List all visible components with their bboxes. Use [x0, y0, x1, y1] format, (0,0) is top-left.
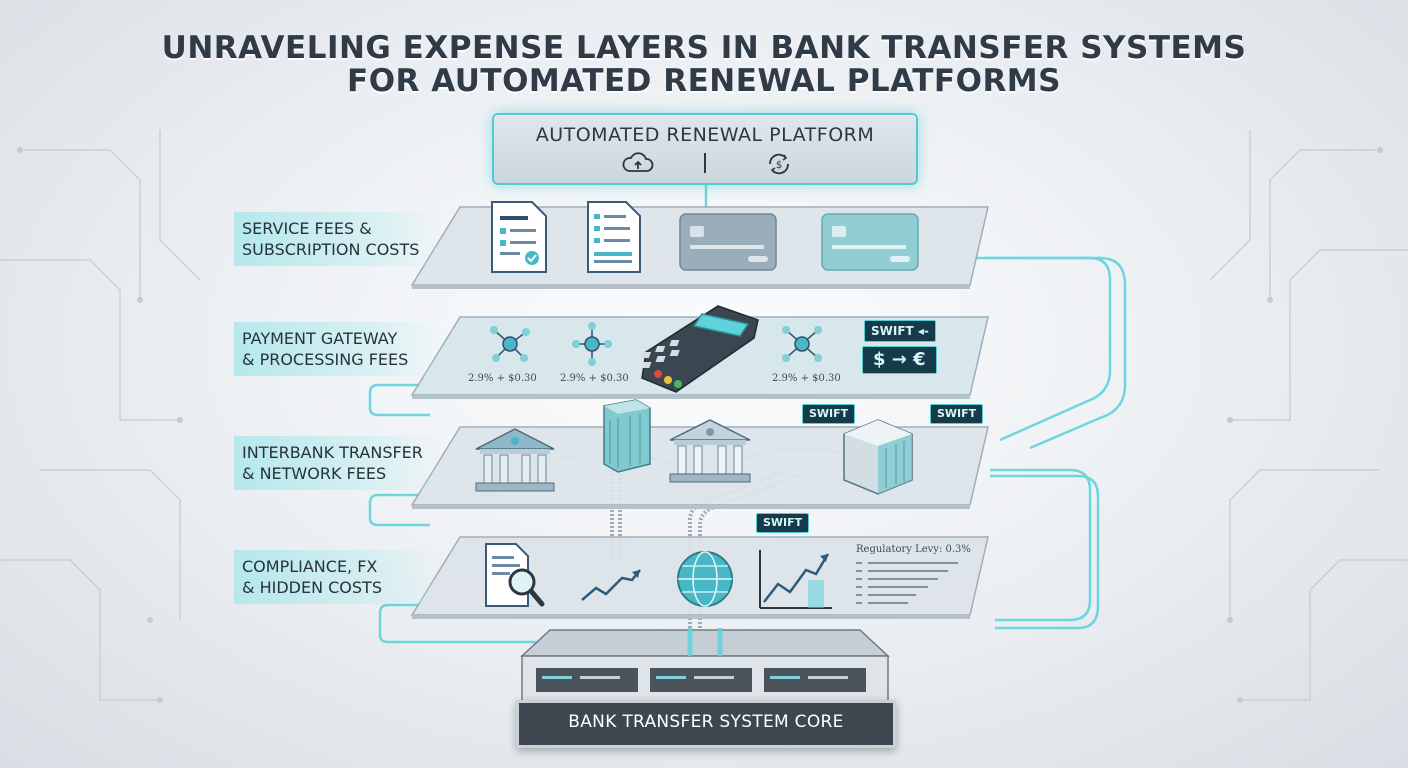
- trend-arrow-icon: [581, 569, 641, 601]
- bank-tower-icon: [603, 399, 651, 473]
- fee-label-2: 2.9% + $0.30: [560, 373, 629, 384]
- payment-terminal-icon: [640, 305, 759, 393]
- fx-conversion-badge: $ → €: [862, 346, 937, 374]
- credit-card-icon-2: [821, 213, 919, 271]
- tier-1-label-line-2: SUBSCRIPTION COSTS: [242, 240, 420, 259]
- network-node-icon: [490, 326, 530, 362]
- swift-badge-3: SWIFT: [756, 513, 810, 533]
- bar-trend-chart-icon: [759, 550, 832, 609]
- swift-tag: SWIFT ◂-: [864, 320, 936, 342]
- server-rack: [520, 628, 890, 703]
- globe-icon: [677, 551, 733, 607]
- invoice-document-icon: [491, 201, 547, 273]
- tier-4-label-line-2: & HIDDEN COSTS: [242, 578, 382, 597]
- cloud-upload-icon: [622, 152, 654, 172]
- bank-transfer-system-core: BANK TRANSFER SYSTEM CORE: [516, 700, 896, 748]
- title-line-1: UNRAVELING EXPENSE LAYERS IN BANK TRANSF…: [161, 30, 1247, 66]
- core-label: BANK TRANSFER SYSTEM CORE: [568, 712, 844, 732]
- title-line-2: FOR AUTOMATED RENEWAL PLATFORMS: [347, 63, 1061, 99]
- platform-divider: [704, 153, 706, 173]
- bank-building-icon-2: [669, 419, 751, 483]
- tier-3-label: INTERBANK TRANSFER & NETWORK FEES: [234, 436, 442, 490]
- document-magnifier-icon: [485, 543, 545, 607]
- tier-3-label-line-1: INTERBANK TRANSFER: [242, 443, 423, 462]
- subscription-document-icon: [587, 201, 641, 273]
- regulatory-levy-label: Regulatory Levy: 0.3%: [856, 544, 971, 555]
- tier-4-label-line-1: COMPLIANCE, FX: [242, 557, 378, 576]
- tier-1-label-line-1: SERVICE FEES &: [242, 219, 372, 238]
- dollar-cycle-icon: $: [769, 153, 789, 175]
- tier-1-label: SERVICE FEES & SUBSCRIPTION COSTS: [234, 212, 442, 266]
- tier-2-label-line-2: & PROCESSING FEES: [242, 350, 409, 369]
- tier-4-label: COMPLIANCE, FX & HIDDEN COSTS: [234, 550, 442, 604]
- regulatory-text-lines: [856, 562, 958, 604]
- bank-building-icon: [475, 428, 555, 492]
- tier-2-label: PAYMENT GATEWAY & PROCESSING FEES: [234, 322, 442, 376]
- fee-label-3: 2.9% + $0.30: [772, 373, 841, 384]
- swift-badge-1: SWIFT: [802, 404, 856, 424]
- automated-renewal-platform-box: AUTOMATED RENEWAL PLATFORM $: [492, 113, 918, 185]
- svg-text:$: $: [776, 160, 782, 171]
- tier-3-label-line-2: & NETWORK FEES: [242, 464, 387, 483]
- data-center-tower-icon: [843, 419, 913, 495]
- fee-label-1: 2.9% + $0.30: [468, 373, 537, 384]
- platform-label: AUTOMATED RENEWAL PLATFORM: [535, 124, 875, 146]
- network-node-icon-3: [782, 326, 822, 362]
- swift-badge-2: SWIFT: [930, 404, 984, 424]
- credit-card-icon: [679, 213, 777, 271]
- network-node-icon-2: [572, 322, 612, 366]
- tier-2-label-line-1: PAYMENT GATEWAY: [242, 329, 398, 348]
